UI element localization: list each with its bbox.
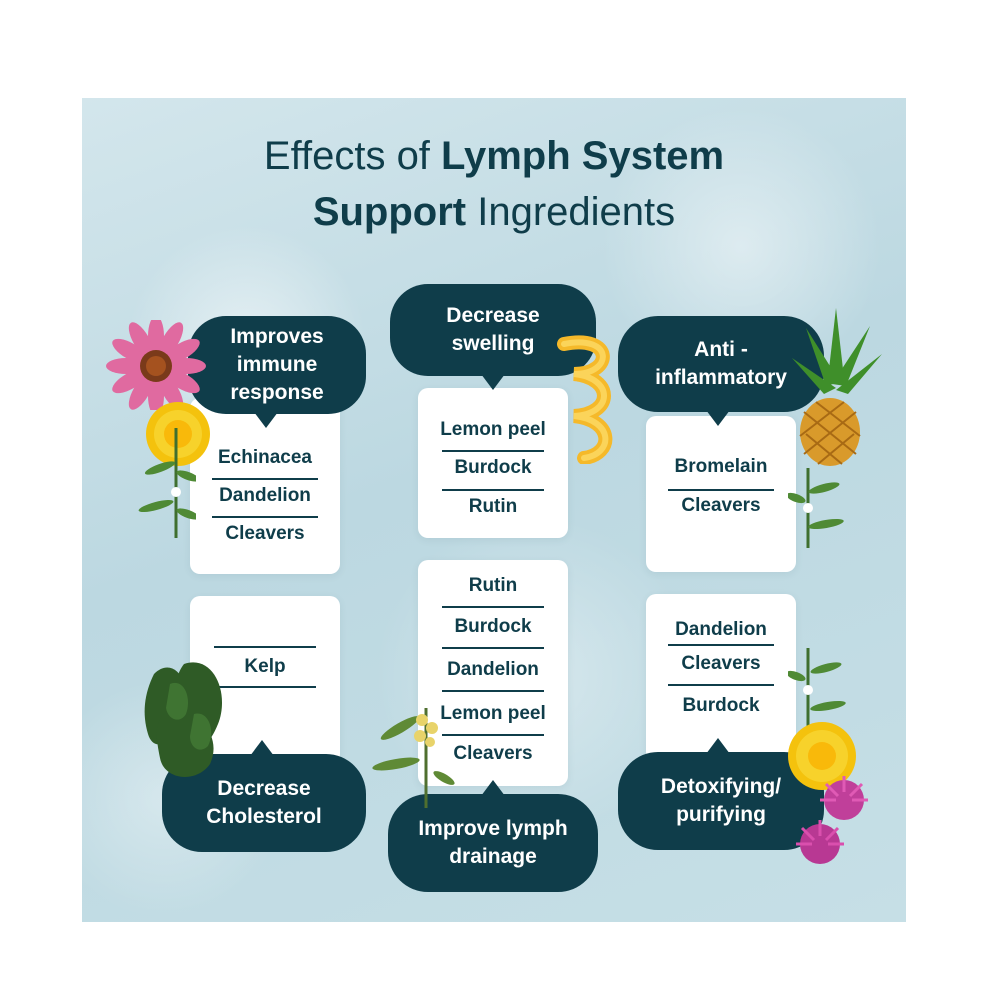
bubble-tail: [481, 374, 505, 390]
kelp-seaweed-icon: [144, 662, 223, 777]
divider: [442, 647, 544, 649]
ingredient-item: Echinacea: [218, 447, 312, 468]
ingredient-item: Burdock: [454, 616, 532, 637]
bubble-tail: [250, 740, 274, 756]
echinacea-flower-icon: [106, 320, 206, 410]
drainage-label-bubble: Improve lymph drainage: [388, 780, 598, 892]
immune-label-bubble: Improves immune response: [188, 316, 366, 428]
ingredient-item: Burdock: [682, 695, 760, 716]
antiinflammatory-card: Bromelain Cleavers: [646, 416, 796, 572]
bubble-label: Decrease swelling: [446, 304, 540, 355]
divider: [668, 644, 774, 646]
ingredient-item: Cleavers: [681, 495, 761, 516]
bubble-label: Decrease Cholesterol: [206, 777, 322, 828]
divider: [442, 690, 544, 692]
cleavers-plant-icon: [372, 708, 455, 808]
burdock-thistle-icon: [796, 776, 868, 864]
divider: [668, 684, 774, 686]
detox-card: Dandelion Cleavers Burdock: [646, 594, 796, 762]
ingredient-item: Rutin: [468, 575, 518, 596]
ingredient-item: Rutin: [468, 496, 518, 517]
antiinflammatory-label-bubble: Anti - inflammatory: [618, 316, 824, 426]
ingredient-item: Bromelain: [674, 456, 768, 477]
title-bold-2: Support: [312, 190, 467, 234]
divider: [212, 516, 318, 518]
pineapple-icon: [792, 308, 882, 466]
ingredient-item: Kelp: [244, 656, 286, 677]
bubble-tail: [706, 738, 730, 754]
lemon-peel-icon: [557, 335, 613, 464]
divider: [214, 646, 316, 648]
ingredient-item: Dandelion: [675, 619, 767, 640]
divider: [442, 606, 544, 608]
bubble-label: Anti - inflammatory: [655, 338, 787, 389]
ingredient-item: Lemon peel: [440, 703, 546, 724]
detox-label-bubble: Detoxifying/ purifying: [618, 738, 824, 850]
cleavers-plant-icon: [138, 428, 196, 538]
title-regular-2: Ingredients: [477, 190, 676, 234]
ingredient-item: Lemon peel: [440, 419, 546, 440]
bubble-label: Detoxifying/ purifying: [660, 775, 782, 826]
title-regular-1: Effects of: [263, 134, 430, 178]
dandelion-flower-icon: [788, 722, 856, 790]
bubble-tail: [481, 780, 505, 796]
drainage-card: Rutin Burdock Dandelion Lemon peel Cleav…: [418, 560, 568, 786]
cleavers-plant-icon: [788, 468, 844, 548]
dandelion-flower-icon: [146, 402, 210, 466]
bubble-tail: [254, 412, 278, 428]
ingredient-item: Cleavers: [681, 653, 761, 674]
divider: [212, 478, 318, 480]
divider: [214, 686, 316, 688]
divider: [442, 450, 544, 452]
ingredient-item: Dandelion: [447, 659, 539, 680]
infographic-poster: Effects of Lymph System Support Ingredie…: [82, 98, 906, 922]
ingredient-item: Dandelion: [219, 485, 311, 506]
divider: [668, 489, 774, 491]
swelling-label-bubble: Decrease swelling: [390, 284, 596, 390]
ingredient-item: Cleavers: [453, 743, 533, 764]
bubble-label: Improve lymph drainage: [418, 817, 568, 868]
divider: [442, 734, 544, 736]
cleavers-plant-icon: [788, 648, 846, 738]
bubble-tail: [706, 410, 730, 426]
title-bold-1: Lymph System: [441, 134, 725, 178]
bubble-label: Improves immune response: [230, 325, 324, 404]
page-title: Effects of Lymph System Support Ingredie…: [82, 128, 906, 240]
swelling-card: Lemon peel Burdock Rutin: [418, 388, 568, 538]
divider: [442, 489, 544, 491]
ingredient-item: Burdock: [454, 457, 532, 478]
ingredient-item: Cleavers: [225, 523, 305, 544]
